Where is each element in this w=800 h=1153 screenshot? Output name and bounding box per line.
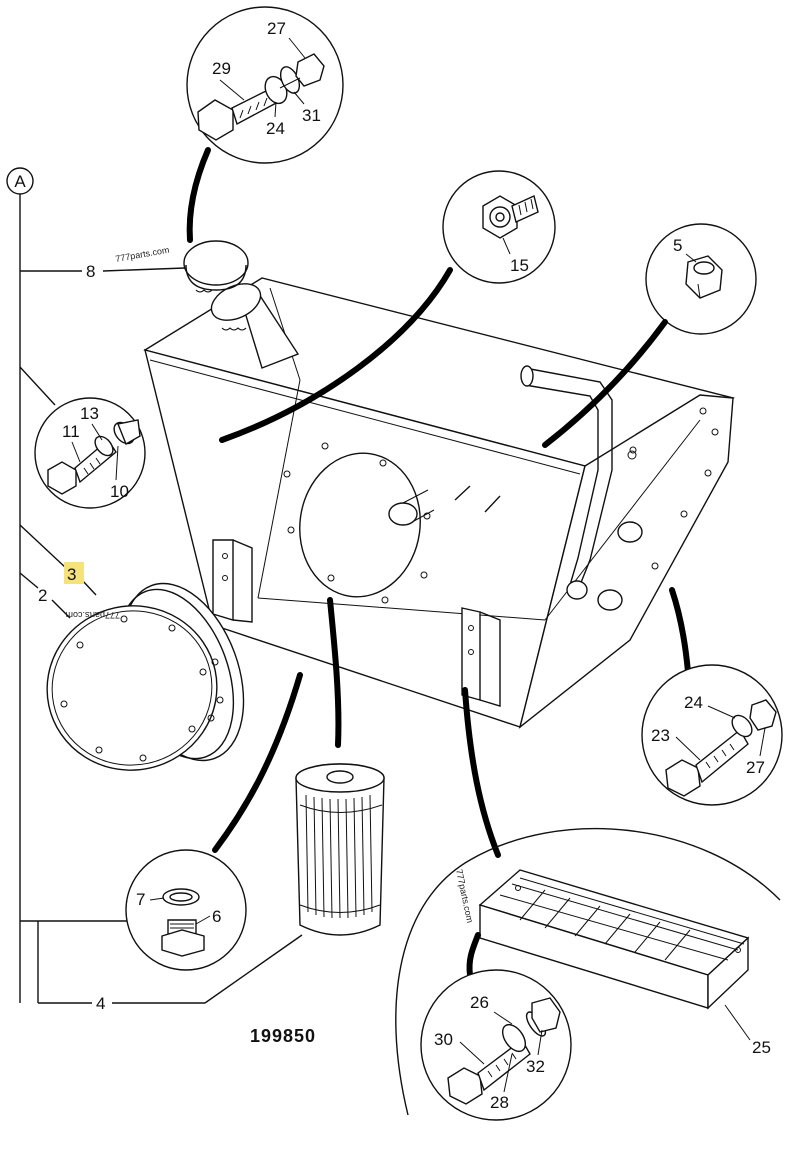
detail-bolt-11: 11 13 10 (34, 397, 146, 509)
callout-11: 11 (62, 422, 80, 441)
watermark-cover: 777parts.com (65, 610, 120, 620)
section-a-bracket: A (6, 167, 303, 1004)
callout-24: 24 (266, 119, 285, 138)
filter-element (295, 597, 385, 936)
highlight-3 (64, 562, 84, 584)
detail-plug-7-6: 7 6 4 (96, 849, 247, 1013)
detail-bolt-23: 23 24 27 (641, 587, 783, 806)
watermark-step: 777parts.com (454, 868, 475, 923)
callout-31: 31 (302, 106, 321, 125)
callout-8: 8 (86, 262, 95, 281)
callout-30: 30 (434, 1030, 453, 1049)
callout-6: 6 (212, 907, 221, 926)
detail-plug-15: 15 (219, 170, 556, 443)
callout-26: 26 (470, 993, 489, 1012)
inspection-cover: 777parts.com 3 2 (38, 562, 303, 853)
detail-nut-5: 5 (542, 223, 757, 448)
hydraulic-tank (143, 240, 736, 729)
drawing-number: 199850 (250, 1026, 316, 1046)
callout-10: 10 (110, 482, 129, 501)
detail-bolt-29: 29 24 31 27 (186, 6, 344, 243)
callout-15: 15 (510, 256, 529, 275)
callout-3: 3 (67, 565, 76, 584)
callout-27-right: 27 (746, 758, 765, 777)
callout-4: 4 (96, 994, 105, 1013)
callout-7: 7 (136, 890, 145, 909)
callout-5: 5 (673, 236, 682, 255)
callout-25: 25 (752, 1038, 771, 1057)
callout-29: 29 (212, 59, 231, 78)
callout-13: 13 (80, 404, 99, 423)
callout-8-group: 8 777parts.com (86, 245, 170, 281)
callout-23: 23 (651, 726, 670, 745)
watermark-filler: 777parts.com (115, 245, 170, 264)
callout-28: 28 (490, 1093, 509, 1112)
callout-2: 2 (38, 586, 47, 605)
callout-24-right: 24 (684, 693, 703, 712)
section-marker: A (14, 172, 26, 191)
callout-32: 32 (526, 1057, 545, 1076)
callout-27: 27 (267, 19, 286, 38)
